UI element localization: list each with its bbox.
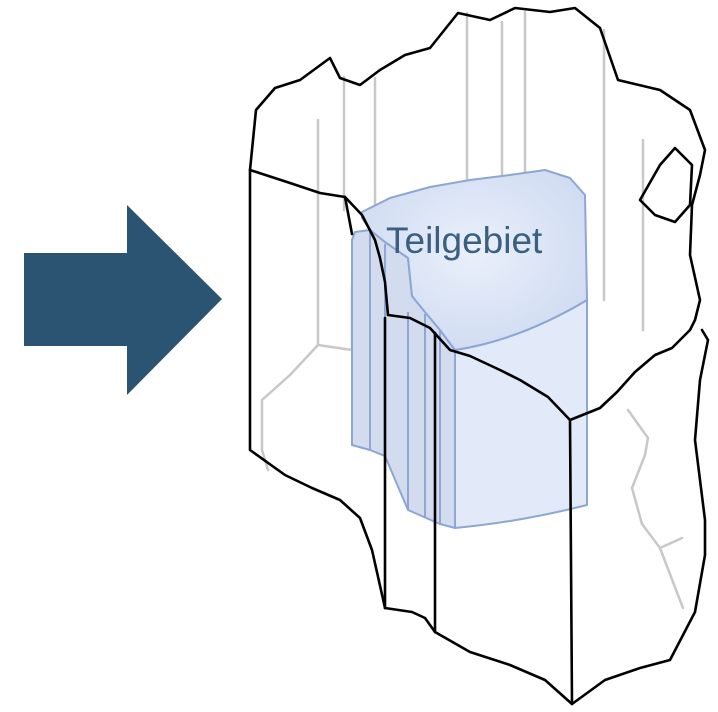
hidden-edges (260, 10, 685, 610)
teilgebiet-label: Teilgebiet (386, 220, 543, 261)
right-arrow-icon (24, 205, 222, 395)
column-outline (248, 6, 710, 706)
subdomain-teilgebiet (351, 169, 588, 529)
subdomain-top-face (361, 169, 588, 351)
